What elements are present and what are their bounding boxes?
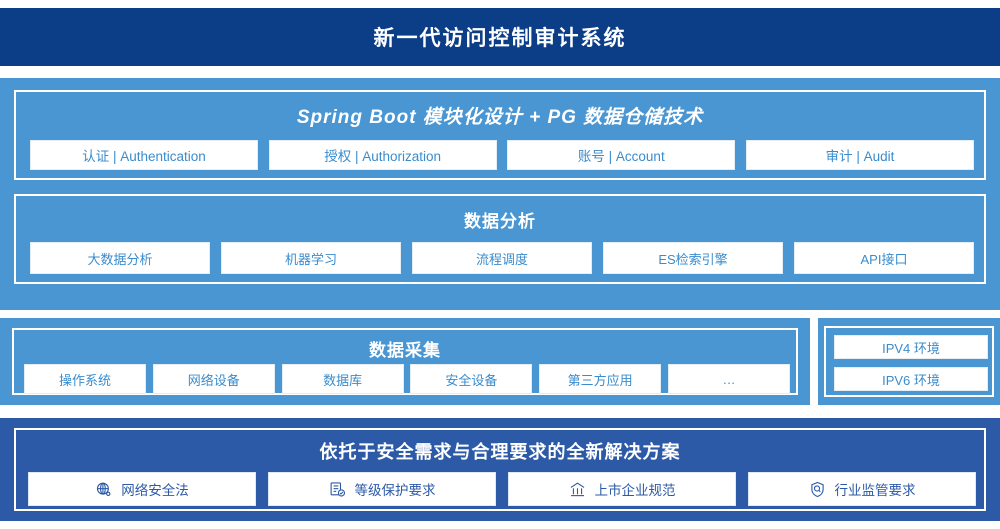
platform-title: Spring Boot 模块化设计 + PG 数据仓储技术	[296, 107, 704, 128]
page-title: 新一代访问控制审计系统	[373, 27, 627, 50]
compliance-card-row: 网络安全法 等级保护要求	[28, 472, 976, 506]
compliance-panel: 依托于安全需求与合理要求的全新解决方案 网络安全法	[0, 418, 1000, 521]
analytics-card-es-search[interactable]: ES检索引擎	[603, 242, 783, 274]
shield-search-icon	[809, 481, 826, 498]
card-label: 认证 | Authentication	[82, 149, 206, 164]
card-label: API接口	[860, 251, 908, 267]
document-check-icon	[329, 481, 346, 498]
platform-card-account[interactable]: 账号 | Account	[507, 140, 736, 170]
card-label: 大数据分析	[87, 251, 153, 267]
collection-card-more[interactable]: …	[667, 364, 790, 394]
page-header: 新一代访问控制审计系统	[0, 8, 1000, 66]
collection-section: 数据采集 操作系统 网络设备 数据库 安全设备 第三方应用 …	[12, 328, 798, 395]
analytics-section: 数据分析 大数据分析 机器学习 流程调度 ES检索引擎 API接口	[14, 194, 986, 284]
card-label: ES检索引擎	[658, 251, 728, 267]
collection-title: 数据采集	[369, 341, 441, 360]
card-label: …	[722, 371, 736, 387]
compliance-card-listed-enterprise[interactable]: 上市企业规范	[508, 472, 736, 506]
analytics-title: 数据分析	[464, 212, 536, 231]
collection-panel: 数据采集 操作系统 网络设备 数据库 安全设备 第三方应用 …	[0, 318, 810, 405]
collection-card-security-device[interactable]: 安全设备	[410, 364, 533, 394]
platform-card-audit[interactable]: 审计 | Audit	[745, 140, 974, 170]
collection-card-network-device[interactable]: 网络设备	[152, 364, 275, 394]
platform-card-authorization[interactable]: 授权 | Authorization	[268, 140, 497, 170]
environment-card-ipv4[interactable]: IPV4 环境	[834, 335, 988, 359]
platform-section: Spring Boot 模块化设计 + PG 数据仓储技术 认证 | Authe…	[14, 90, 986, 180]
compliance-title: 依托于安全需求与合理要求的全新解决方案	[319, 442, 681, 462]
environment-section: IPV4 环境 IPV6 环境	[824, 326, 994, 397]
card-label: 数据库	[323, 372, 363, 388]
card-label: IPV4 环境	[882, 340, 940, 356]
card-label: 操作系统	[58, 372, 111, 388]
compliance-card-industry-regulation[interactable]: 行业监管要求	[748, 472, 976, 506]
card-label: 网络设备	[187, 372, 240, 388]
compliance-card-classified-protection[interactable]: 等级保护要求	[268, 472, 496, 506]
card-label: 审计 | Audit	[825, 149, 895, 164]
bank-icon	[569, 481, 586, 498]
platform-panel: Spring Boot 模块化设计 + PG 数据仓储技术 认证 | Authe…	[0, 78, 1000, 310]
analytics-card-process-scheduling[interactable]: 流程调度	[412, 242, 592, 274]
analytics-card-big-data[interactable]: 大数据分析	[30, 242, 210, 274]
compliance-section: 依托于安全需求与合理要求的全新解决方案 网络安全法	[14, 428, 986, 511]
card-label: 账号 | Account	[577, 149, 665, 164]
card-label: 上市企业规范	[594, 483, 676, 498]
analytics-card-api[interactable]: API接口	[794, 242, 974, 274]
environment-card-ipv6[interactable]: IPV6 环境	[834, 367, 988, 391]
card-label: 等级保护要求	[354, 483, 436, 498]
card-label: 行业监管要求	[834, 483, 916, 498]
compliance-card-cybersecurity-law[interactable]: 网络安全法	[28, 472, 256, 506]
card-label: 流程调度	[475, 251, 528, 267]
globe-icon	[95, 481, 112, 498]
card-label: 机器学习	[284, 251, 337, 267]
analytics-card-row: 大数据分析 机器学习 流程调度 ES检索引擎 API接口	[30, 242, 974, 274]
platform-card-row: 认证 | Authentication 授权 | Authorization 账…	[30, 140, 974, 170]
collection-card-database[interactable]: 数据库	[281, 364, 404, 394]
platform-card-authentication[interactable]: 认证 | Authentication	[30, 140, 258, 170]
card-label: 安全设备	[445, 372, 498, 388]
analytics-card-machine-learning[interactable]: 机器学习	[221, 242, 401, 274]
collection-card-row: 操作系统 网络设备 数据库 安全设备 第三方应用 …	[24, 364, 790, 394]
collection-card-operating-system[interactable]: 操作系统	[24, 364, 146, 394]
card-label: IPV6 环境	[882, 372, 940, 388]
environment-card-list: IPV4 环境 IPV6 环境	[834, 335, 988, 391]
card-label: 授权 | Authorization	[324, 149, 442, 164]
collection-card-third-party-app[interactable]: 第三方应用	[539, 364, 662, 394]
card-label: 第三方应用	[567, 372, 633, 388]
environment-panel: IPV4 环境 IPV6 环境	[818, 318, 1000, 405]
card-label: 网络安全法	[121, 483, 189, 498]
